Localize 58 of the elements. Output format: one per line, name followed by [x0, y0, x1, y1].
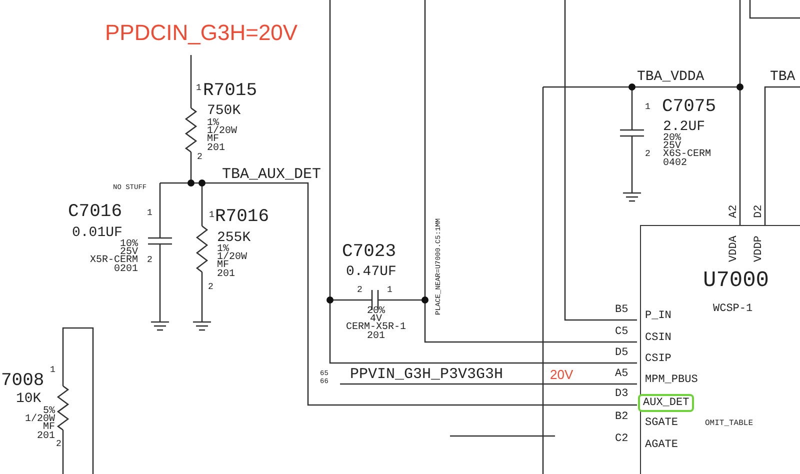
ref-designator: C7023: [342, 243, 396, 261]
pin-number: C5: [615, 327, 628, 338]
spec-text: 1% 1/20W MF 201: [217, 246, 248, 279]
ref-designator: C7075: [662, 98, 716, 116]
net-label: PPVIN_G3H_P3V3G3H: [350, 367, 504, 382]
pin-number: B2: [615, 412, 628, 423]
pin-name: VDDP: [754, 236, 765, 262]
net-label: TBA_AUX_DET: [222, 167, 322, 182]
pin-number: D2: [754, 204, 765, 218]
spec-text: 20% 4V CERM-X5R-1 201: [346, 308, 406, 341]
spec-text: 1% 1/20W MF 201: [207, 120, 238, 153]
pin-name: SGATE: [645, 418, 678, 429]
pin-name: AGATE: [645, 440, 678, 451]
component-value: 750K: [207, 104, 241, 118]
pin-number: 2: [208, 283, 214, 292]
spec-text: 5% 1/20W MF 201: [24, 408, 55, 441]
pin-number: D5: [615, 348, 628, 359]
net-label: TBA: [770, 70, 796, 84]
pin-number: 1: [196, 84, 202, 93]
note: OMIT_TABLE: [705, 420, 754, 428]
pin-number: 1: [209, 211, 214, 220]
pin-number: 1: [50, 366, 56, 375]
ref-designator: R7015: [203, 82, 258, 100]
pin-number: A5: [615, 369, 628, 380]
component-value: 2.2UF: [663, 120, 706, 134]
ref-designator: 7008: [1, 372, 44, 390]
spec-text: 10% 25V X5R-CERM 0201: [90, 241, 138, 274]
ref-designator: U7000: [703, 270, 770, 292]
net-annotation: PPDCIN_G3H=20V: [105, 22, 298, 44]
pin-number: C2: [615, 434, 628, 445]
pin-number: 2: [357, 286, 362, 295]
pin-number: B5: [615, 305, 628, 316]
pin-number: D3: [615, 389, 628, 400]
component-value: 0.47UF: [346, 265, 396, 279]
component-value: 255K: [217, 231, 251, 245]
pin-name: VDDA: [729, 236, 740, 262]
pin-number: 2: [147, 256, 152, 265]
pin-number: A2: [729, 204, 740, 218]
net-annotation: 20V: [550, 368, 574, 381]
pin-number: 1: [645, 103, 650, 112]
package-label: WCSP-1: [713, 304, 753, 315]
component-value: 10K: [16, 392, 42, 406]
net-label: TBA_VDDA: [637, 70, 704, 84]
pin-name: MPM_PBUS: [645, 375, 698, 386]
chip-body: [640, 225, 800, 474]
component-value: 0.01UF: [72, 226, 122, 240]
pin-number: 1: [387, 286, 392, 295]
pin-number: 2: [197, 153, 202, 162]
pin-name: P_IN: [645, 311, 672, 322]
spec-text: 20% 25V X6S-CERM 0402: [663, 135, 712, 168]
pin-number: 2: [56, 440, 62, 449]
pin-name: AUX_DET: [638, 394, 694, 412]
pin-number: 2: [645, 150, 650, 159]
pin-name: CSIP: [645, 354, 672, 365]
pin-number: 1: [147, 209, 152, 218]
pin-name: CSIN: [645, 333, 672, 344]
ref-designator: R7016: [215, 208, 270, 226]
ref-designator: C7016: [68, 203, 122, 221]
